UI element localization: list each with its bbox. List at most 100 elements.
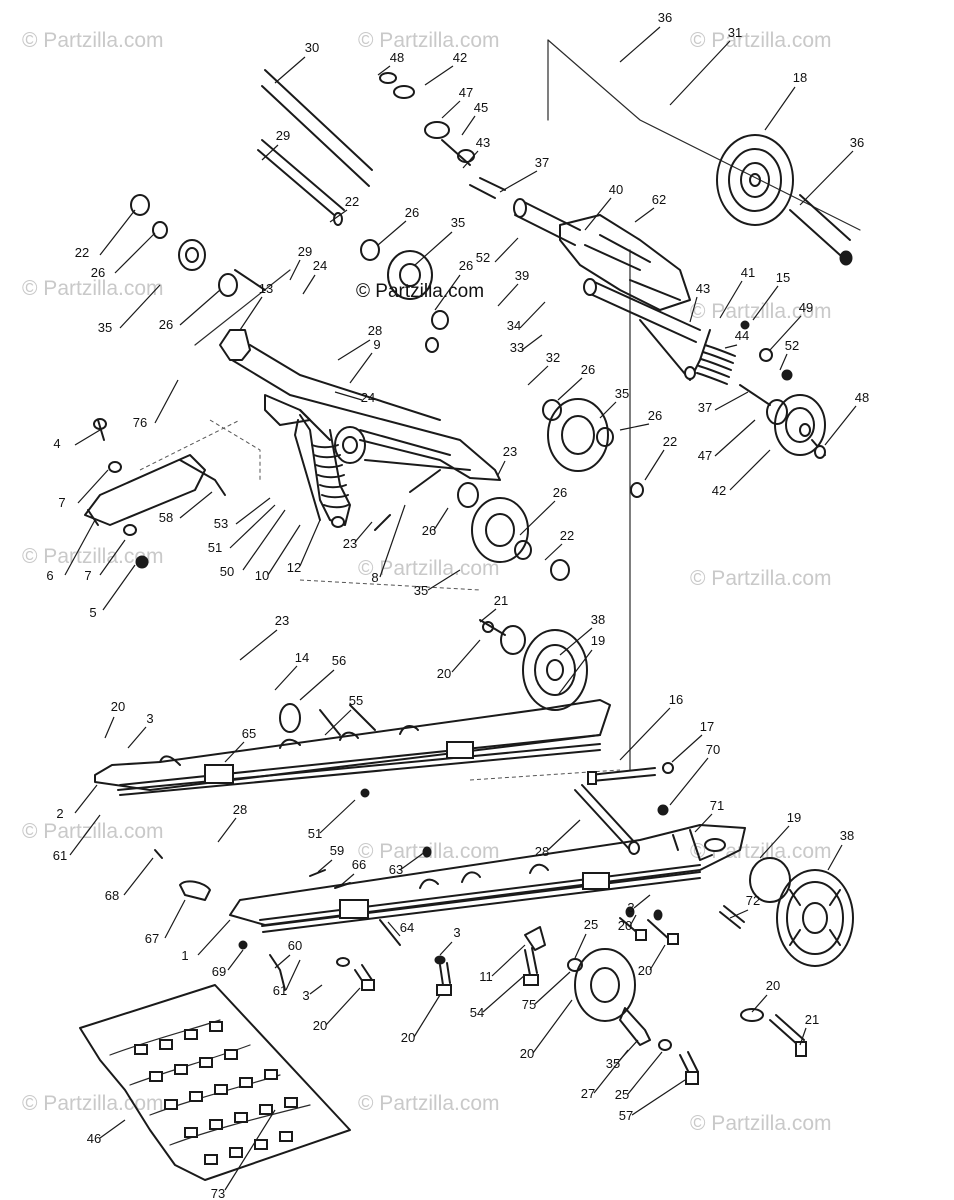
leader-line: [285, 959, 301, 991]
leader-line: [441, 100, 461, 119]
leader-line: [499, 170, 538, 193]
leader-line: [461, 115, 476, 136]
callout-3: 3: [127, 711, 154, 749]
callout-28: 28: [337, 323, 382, 361]
leader-line: [439, 941, 453, 956]
callout-49: 49: [769, 300, 813, 351]
callout-60: 60: [274, 938, 302, 969]
callout-number: 26: [581, 362, 595, 377]
leader-line: [547, 819, 581, 851]
callout-number: 8: [371, 570, 378, 585]
callout-number: 14: [295, 650, 309, 665]
callout-45: 45: [461, 100, 488, 136]
leader-line: [302, 274, 316, 295]
callout-26: 26: [619, 408, 662, 431]
leader-line: [719, 280, 743, 319]
callout-number: 44: [735, 328, 749, 343]
leader-line: [714, 419, 756, 457]
callout-30: 30: [274, 40, 319, 84]
callout-71: 71: [694, 798, 724, 833]
leader-line: [224, 741, 245, 763]
callout-number: 17: [700, 719, 714, 734]
callout-number: 3: [627, 900, 634, 915]
leader-line: [179, 491, 213, 519]
callout-number: 45: [474, 100, 488, 115]
callout-26: 26: [159, 289, 221, 332]
watermark-text: © Partzilla.com: [22, 545, 164, 568]
leader-line: [799, 150, 854, 206]
callout-26: 26: [91, 232, 156, 280]
callout-number: 20: [313, 1018, 327, 1033]
callout-number: 56: [332, 653, 346, 668]
callout-number: 37: [535, 155, 549, 170]
callout-37: 37: [698, 391, 749, 415]
leader-line: [714, 391, 749, 411]
callout-number: 10: [255, 568, 269, 583]
callout-20: 20: [638, 944, 666, 978]
callout-35: 35: [414, 569, 461, 598]
callout-number: 21: [805, 1012, 819, 1027]
leader-line: [325, 987, 361, 1026]
leader-line: [827, 844, 843, 871]
lower-idler-wheel: [719, 857, 854, 1057]
callout-20: 20: [104, 699, 125, 739]
callout-number: 21: [494, 593, 508, 608]
callout-21: 21: [799, 1012, 819, 1046]
callout-67: 67: [145, 899, 186, 946]
leader-line: [619, 707, 671, 761]
callout-34: 34: [507, 301, 546, 333]
callout-51: 51: [308, 799, 356, 841]
leader-line: [239, 296, 263, 331]
callout-48: 48: [824, 390, 869, 446]
leader-line: [69, 814, 101, 856]
leader-line: [224, 1109, 276, 1191]
callout-42: 42: [712, 449, 771, 498]
cross-shaft: [574, 784, 640, 855]
callout-number: 36: [658, 10, 672, 25]
callout-6: 6: [46, 519, 96, 583]
callout-19: 19: [759, 810, 801, 859]
callout-number: 26: [405, 205, 419, 220]
leader-line: [633, 894, 651, 909]
callout-35: 35: [599, 386, 629, 419]
callout-39: 39: [497, 268, 529, 307]
callout-56: 56: [299, 653, 346, 701]
callout-number: 11: [479, 969, 493, 984]
callout-41: 41: [719, 265, 755, 319]
callout-58: 58: [159, 491, 213, 525]
callout-25: 25: [615, 1051, 663, 1102]
callout-23: 23: [343, 521, 373, 551]
leader-line: [752, 285, 779, 321]
callout-61: 61: [273, 959, 301, 998]
callout-36: 36: [799, 135, 864, 206]
callout-number: 3: [453, 925, 460, 940]
callout-number: 35: [606, 1056, 620, 1071]
leader-line: [329, 209, 348, 223]
wear-strip-sheet: [79, 984, 351, 1181]
callout-57: 57: [619, 1079, 686, 1123]
leader-line: [261, 144, 279, 161]
callout-number: 20: [437, 666, 451, 681]
callout-38: 38: [827, 828, 854, 871]
callout-38: 38: [559, 612, 605, 656]
callout-number: 29: [298, 244, 312, 259]
leader-line: [387, 921, 401, 937]
callout-46: 46: [87, 1119, 126, 1146]
callout-55: 55: [324, 693, 363, 736]
callout-number: 22: [345, 194, 359, 209]
callout-1: 1: [181, 919, 231, 963]
callout-10: 10: [255, 524, 301, 583]
leader-line: [759, 825, 790, 859]
watermark-text: © Partzilla.com: [358, 29, 500, 52]
callout-number: 22: [75, 245, 89, 260]
callout-4: 4: [53, 429, 101, 451]
lower-hardware: [154, 846, 699, 1085]
callout-number: 61: [53, 848, 67, 863]
leader-line: [274, 56, 306, 84]
callout-number: 26: [422, 523, 436, 538]
leader-line: [593, 1049, 629, 1094]
leader-line: [267, 524, 301, 576]
